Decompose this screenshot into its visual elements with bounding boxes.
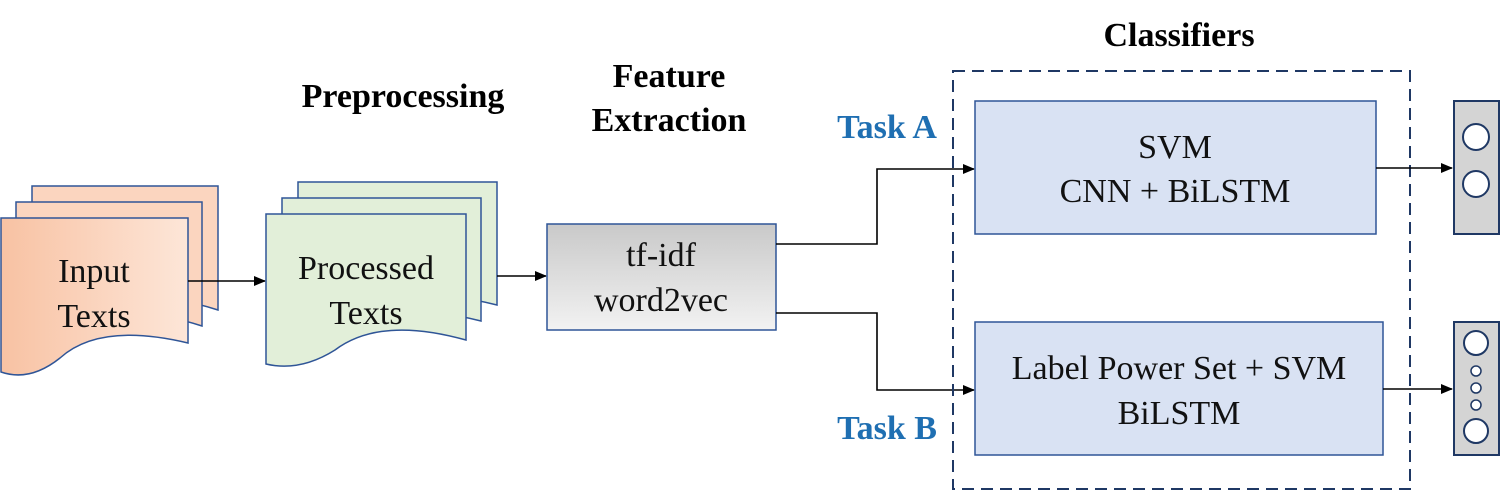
classifier-a-box: SVM CNN + BiLSTM bbox=[974, 100, 1377, 235]
output-a-binary bbox=[1453, 100, 1500, 235]
output-b-node-3 bbox=[1470, 382, 1482, 394]
output-b-node-5 bbox=[1463, 418, 1489, 444]
classifiers-header: Classifiers bbox=[1103, 17, 1254, 54]
classifiers-container bbox=[952, 70, 1411, 490]
arrow-features-to-task-b bbox=[776, 312, 975, 395]
processed-doc-front bbox=[265, 213, 467, 367]
task-a-label: Task A bbox=[837, 109, 937, 146]
output-b-node-2 bbox=[1470, 365, 1482, 377]
input-texts-label-line1: Input bbox=[58, 253, 130, 290]
processed-texts-label-line1: Processed bbox=[298, 250, 434, 287]
output-b-multilabel bbox=[1453, 321, 1500, 456]
classifier-b-line1: Label Power Set + SVM bbox=[1012, 350, 1347, 387]
feature-tfidf-label: tf-idf bbox=[626, 237, 697, 274]
input-doc-front bbox=[0, 217, 189, 376]
output-a-node-1 bbox=[1462, 123, 1490, 151]
output-b-node-4 bbox=[1470, 399, 1482, 411]
task-b-label: Task B bbox=[837, 410, 937, 447]
feature-extraction-header-line1: Feature bbox=[613, 58, 726, 95]
feature-word2vec-label: word2vec bbox=[594, 282, 728, 319]
preprocessing-header: Preprocessing bbox=[302, 78, 505, 115]
feature-extraction-header-line2: Extraction bbox=[592, 102, 747, 139]
arrow-features-to-task-a bbox=[776, 164, 975, 245]
classifier-b-line2: BiLSTM bbox=[1118, 395, 1241, 432]
processed-texts-label-line2: Texts bbox=[329, 295, 402, 332]
classifier-a-line2: CNN + BiLSTM bbox=[1060, 173, 1291, 210]
classifier-a-line1: SVM bbox=[1138, 129, 1212, 166]
input-texts-label-line2: Texts bbox=[57, 298, 130, 335]
classifier-b-box: Label Power Set + SVM BiLSTM bbox=[974, 321, 1384, 456]
output-a-node-2 bbox=[1462, 170, 1490, 198]
feature-extraction-box: tf-idf word2vec bbox=[546, 223, 777, 331]
output-b-node-1 bbox=[1463, 330, 1489, 356]
input-texts-stack: Input Texts bbox=[0, 185, 219, 376]
processed-texts-stack: Processed Texts bbox=[265, 181, 498, 367]
